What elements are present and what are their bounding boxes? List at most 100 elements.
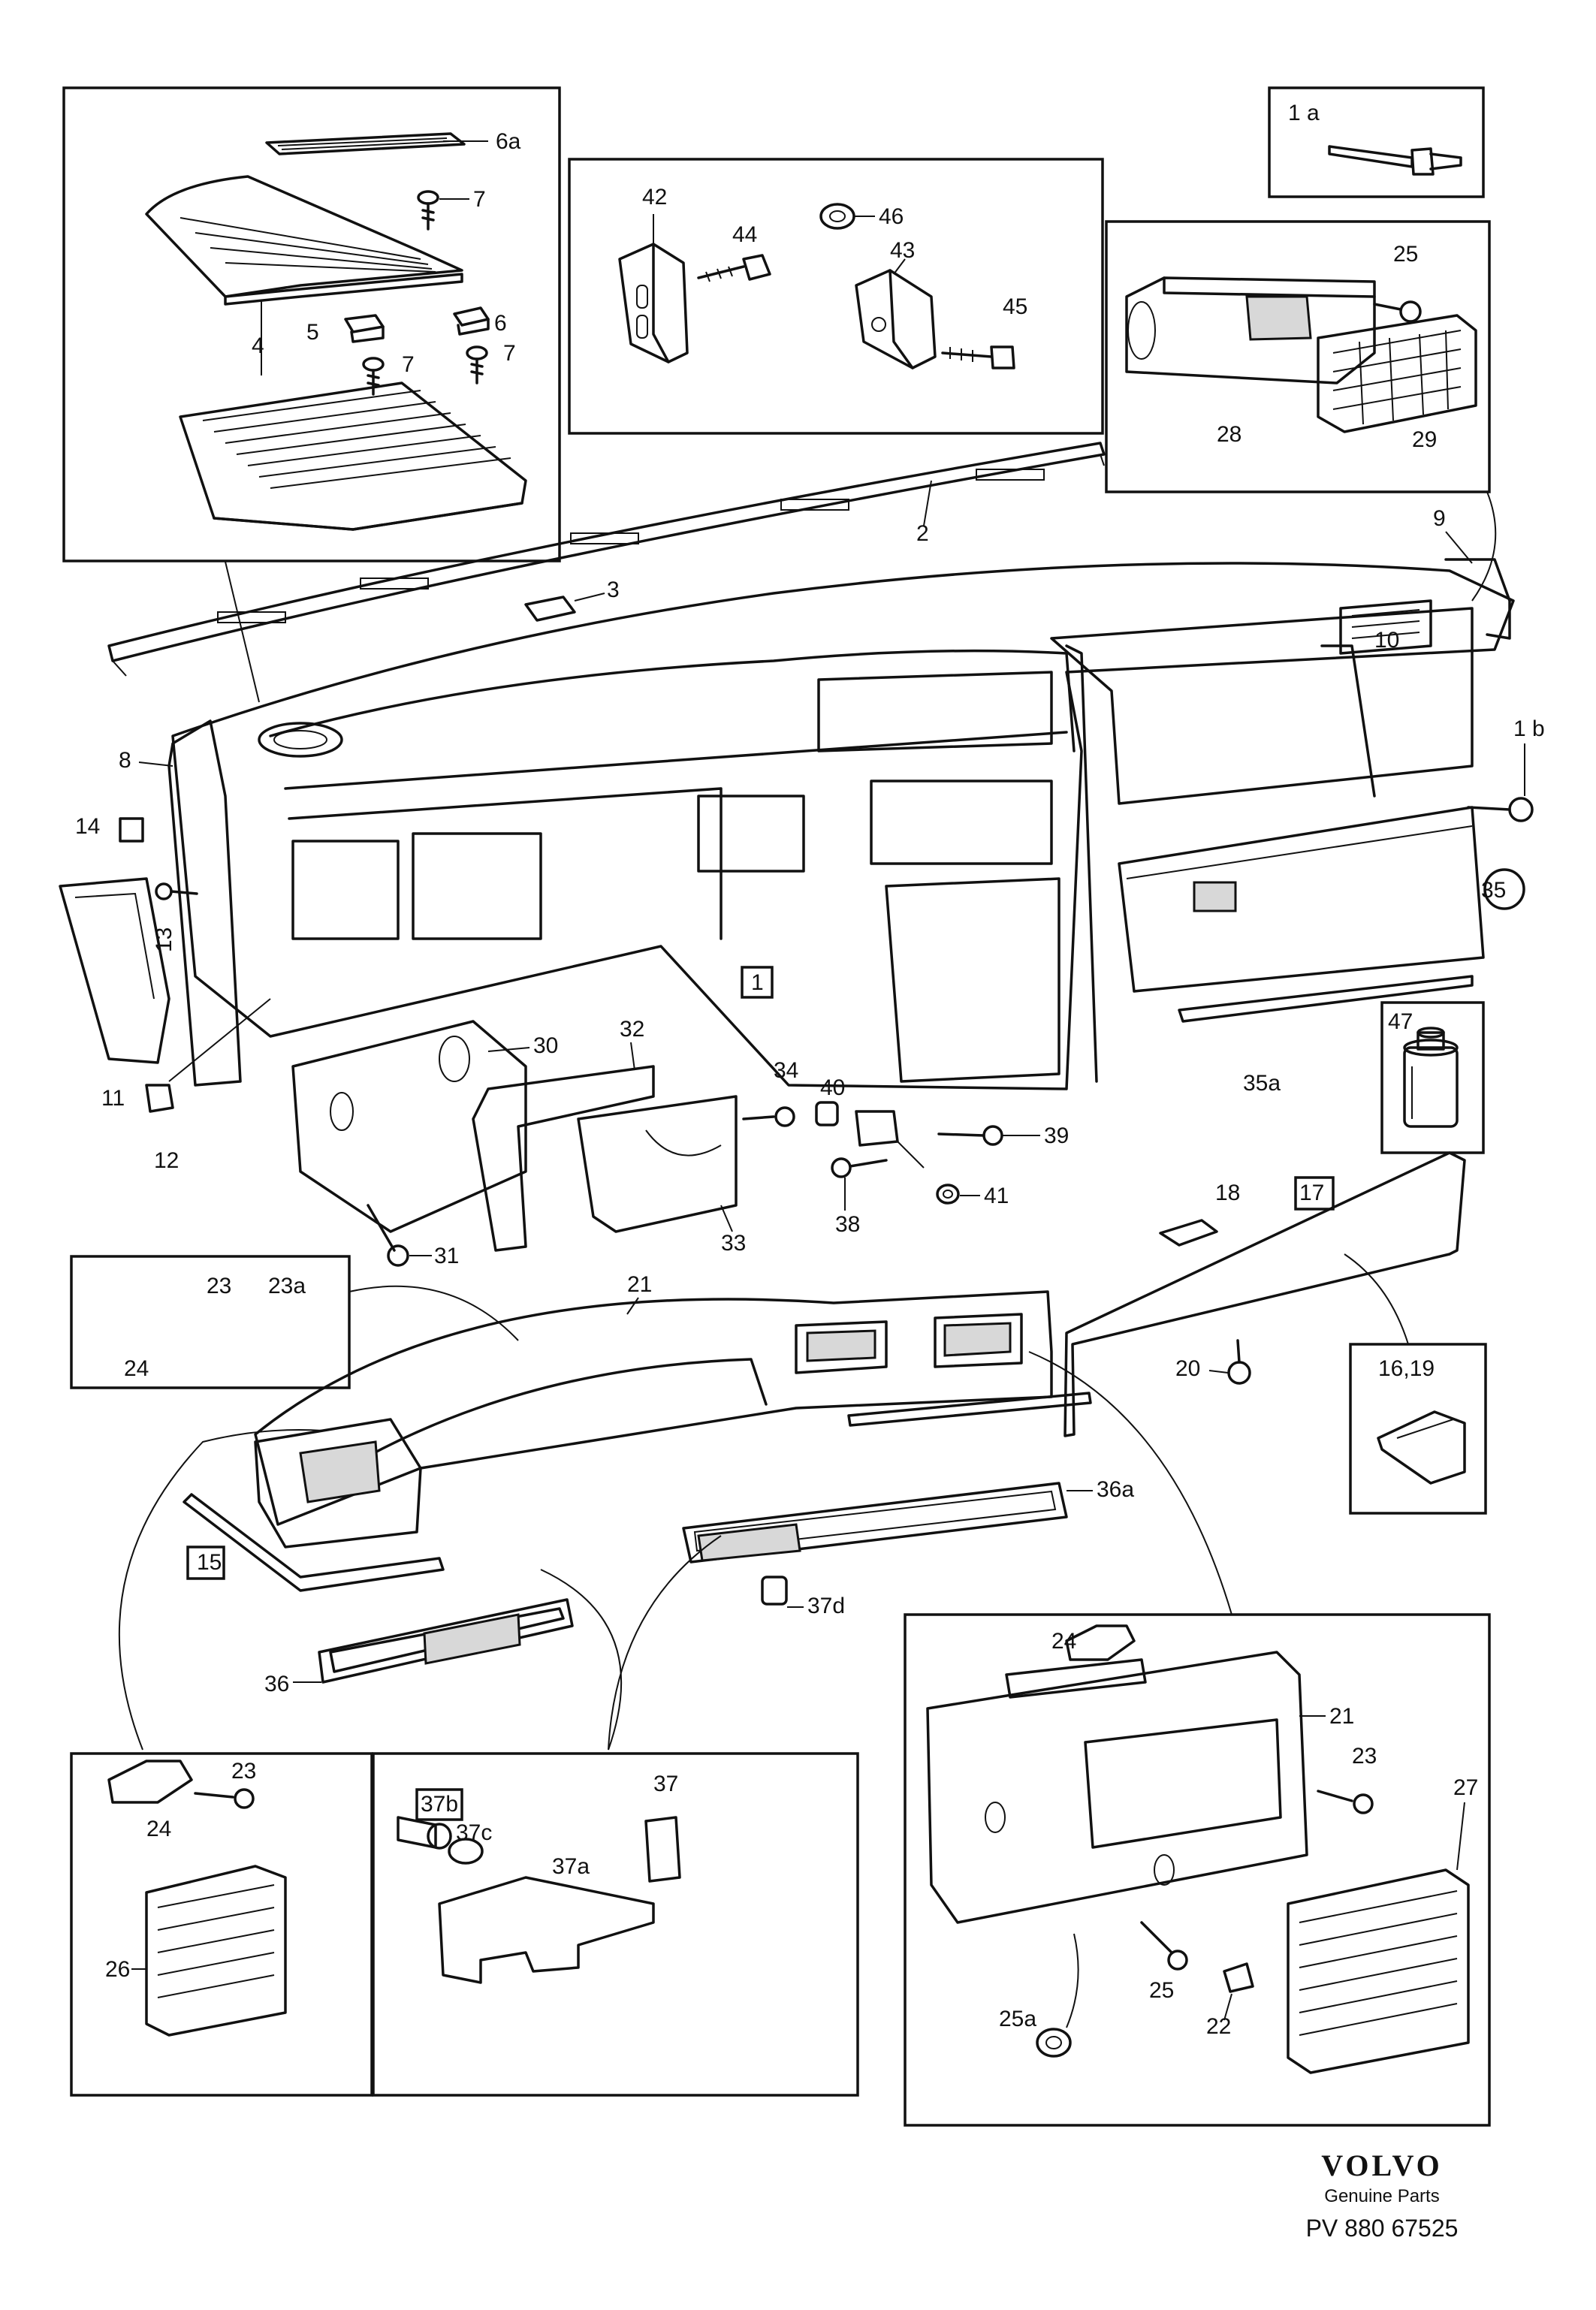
brand-subtitle: Genuine Parts xyxy=(1324,2186,1440,2206)
label-26: 26 xyxy=(105,1957,130,1982)
part-11-side-cover xyxy=(59,877,170,1064)
curve-36a xyxy=(608,1535,722,1751)
label-25a-nut: 25a xyxy=(999,2007,1036,2031)
curve-clip-to-panel xyxy=(348,1285,519,1341)
part-32-bracket xyxy=(472,1065,655,1252)
label-1: 1 xyxy=(751,970,764,995)
part-36-panel xyxy=(318,1598,574,1684)
leader-43 xyxy=(893,258,906,275)
part-18-clip xyxy=(1159,1219,1218,1247)
label-37a: 37a xyxy=(552,1854,590,1879)
label-1-box xyxy=(741,966,774,999)
screw-7a xyxy=(417,190,439,231)
label-37d: 37d xyxy=(807,1594,845,1618)
label-18: 18 xyxy=(1215,1181,1240,1205)
part-21-instrument-panel xyxy=(254,1290,1053,1526)
label-24c: 24 xyxy=(1051,1629,1076,1654)
label-23a-clip: 23a xyxy=(268,1274,306,1298)
leader-2 xyxy=(923,480,932,526)
part-6-clip xyxy=(453,306,490,336)
part-47-paint-jar xyxy=(1403,1027,1459,1128)
part-glovebox-frame xyxy=(1050,607,1474,805)
label-6: 6 xyxy=(494,311,507,336)
label-6a: 6a xyxy=(496,129,521,154)
label-25a-top: 25 xyxy=(1393,242,1418,267)
label-17: 17 xyxy=(1299,1181,1324,1205)
label-27: 27 xyxy=(1453,1775,1478,1800)
label-15: 15 xyxy=(197,1550,222,1575)
label-8: 8 xyxy=(119,748,131,773)
label-1b: 1 b xyxy=(1513,716,1545,741)
label-12: 12 xyxy=(154,1148,179,1173)
label-32: 32 xyxy=(620,1017,644,1042)
label-46: 46 xyxy=(879,204,904,229)
label-11: 11 xyxy=(101,1086,125,1111)
label-37b: 37b xyxy=(421,1792,458,1817)
part-5-clip xyxy=(344,314,385,343)
part-27-vent xyxy=(1287,1868,1470,2074)
label-29: 29 xyxy=(1412,427,1437,452)
part-1-dash-body xyxy=(171,562,1515,1090)
label-7c: 7 xyxy=(503,341,516,366)
part-37-clip xyxy=(644,1816,681,1883)
label-2: 2 xyxy=(916,521,929,546)
label-37: 37 xyxy=(653,1772,678,1796)
part-37c-bulb xyxy=(448,1838,484,1865)
part-25-screw-inset xyxy=(1140,1921,1188,1971)
part-25a-nut xyxy=(1036,2028,1072,2058)
part-24-clip-bottom-left xyxy=(107,1760,193,1804)
label-13: 13 xyxy=(152,927,176,952)
part-21-housing-inset xyxy=(926,1651,1308,1924)
label-3: 3 xyxy=(607,578,620,602)
label-45: 45 xyxy=(1003,294,1027,319)
inset-box-paint xyxy=(1380,1001,1485,1154)
label-7a: 7 xyxy=(473,187,486,212)
leader-9 xyxy=(1445,531,1473,564)
part-8-left-end xyxy=(167,719,343,1087)
curve-left-vent xyxy=(118,1429,324,1751)
label-22: 22 xyxy=(1206,2014,1231,2039)
part-37b-bulb-socket xyxy=(397,1816,452,1850)
part-28-housing xyxy=(1125,276,1376,384)
part-33-bracket xyxy=(577,1095,738,1233)
inset-box-brackets xyxy=(568,158,1104,435)
label-5: 5 xyxy=(306,320,319,345)
label-15-box xyxy=(186,1546,225,1580)
part-37a-holder xyxy=(438,1876,655,1984)
arrow-11-to-dash xyxy=(168,998,271,1082)
label-1a: 1 a xyxy=(1288,101,1320,125)
part-1a-rivet xyxy=(1328,145,1462,176)
label-35a: 35a xyxy=(1243,1071,1281,1096)
part-1b-screw xyxy=(1467,797,1534,822)
part-2-top-trim xyxy=(107,442,1106,677)
inset-box-lamp xyxy=(372,1752,859,2097)
label-44: 44 xyxy=(732,222,757,247)
part-23-screw-bottom-left xyxy=(194,1788,255,1809)
part-42-bracket xyxy=(618,243,689,363)
inset-box-right-vent xyxy=(1105,220,1491,493)
label-35-circle xyxy=(1483,868,1525,910)
screw-7b xyxy=(362,357,385,396)
leader-20 xyxy=(1208,1370,1229,1374)
label-28: 28 xyxy=(1217,422,1242,447)
label-25b: 25 xyxy=(1149,1978,1174,2003)
label-36a: 36a xyxy=(1097,1477,1134,1502)
part-24-clip-inset xyxy=(1065,1624,1136,1661)
label-33: 33 xyxy=(721,1231,746,1256)
label-41: 41 xyxy=(984,1184,1009,1208)
part-46-nut xyxy=(819,203,855,230)
leader-22 xyxy=(1223,1993,1232,2021)
part-45-bolt xyxy=(941,345,1015,369)
label-16-19: 16,19 xyxy=(1378,1356,1435,1381)
label-9: 9 xyxy=(1433,506,1446,531)
part-6a-cover xyxy=(265,132,466,155)
label-10: 10 xyxy=(1374,628,1399,653)
part-16-19-clip xyxy=(1377,1410,1466,1485)
label-23b: 23 xyxy=(231,1759,256,1784)
label-24a: 24 xyxy=(124,1356,149,1381)
part-41-nut xyxy=(936,1184,960,1205)
curve-center-vent xyxy=(1028,1351,1232,1615)
label-43: 43 xyxy=(890,238,915,263)
part-17-trim-strip xyxy=(1063,1151,1466,1437)
part-39-screw xyxy=(937,1125,1003,1146)
